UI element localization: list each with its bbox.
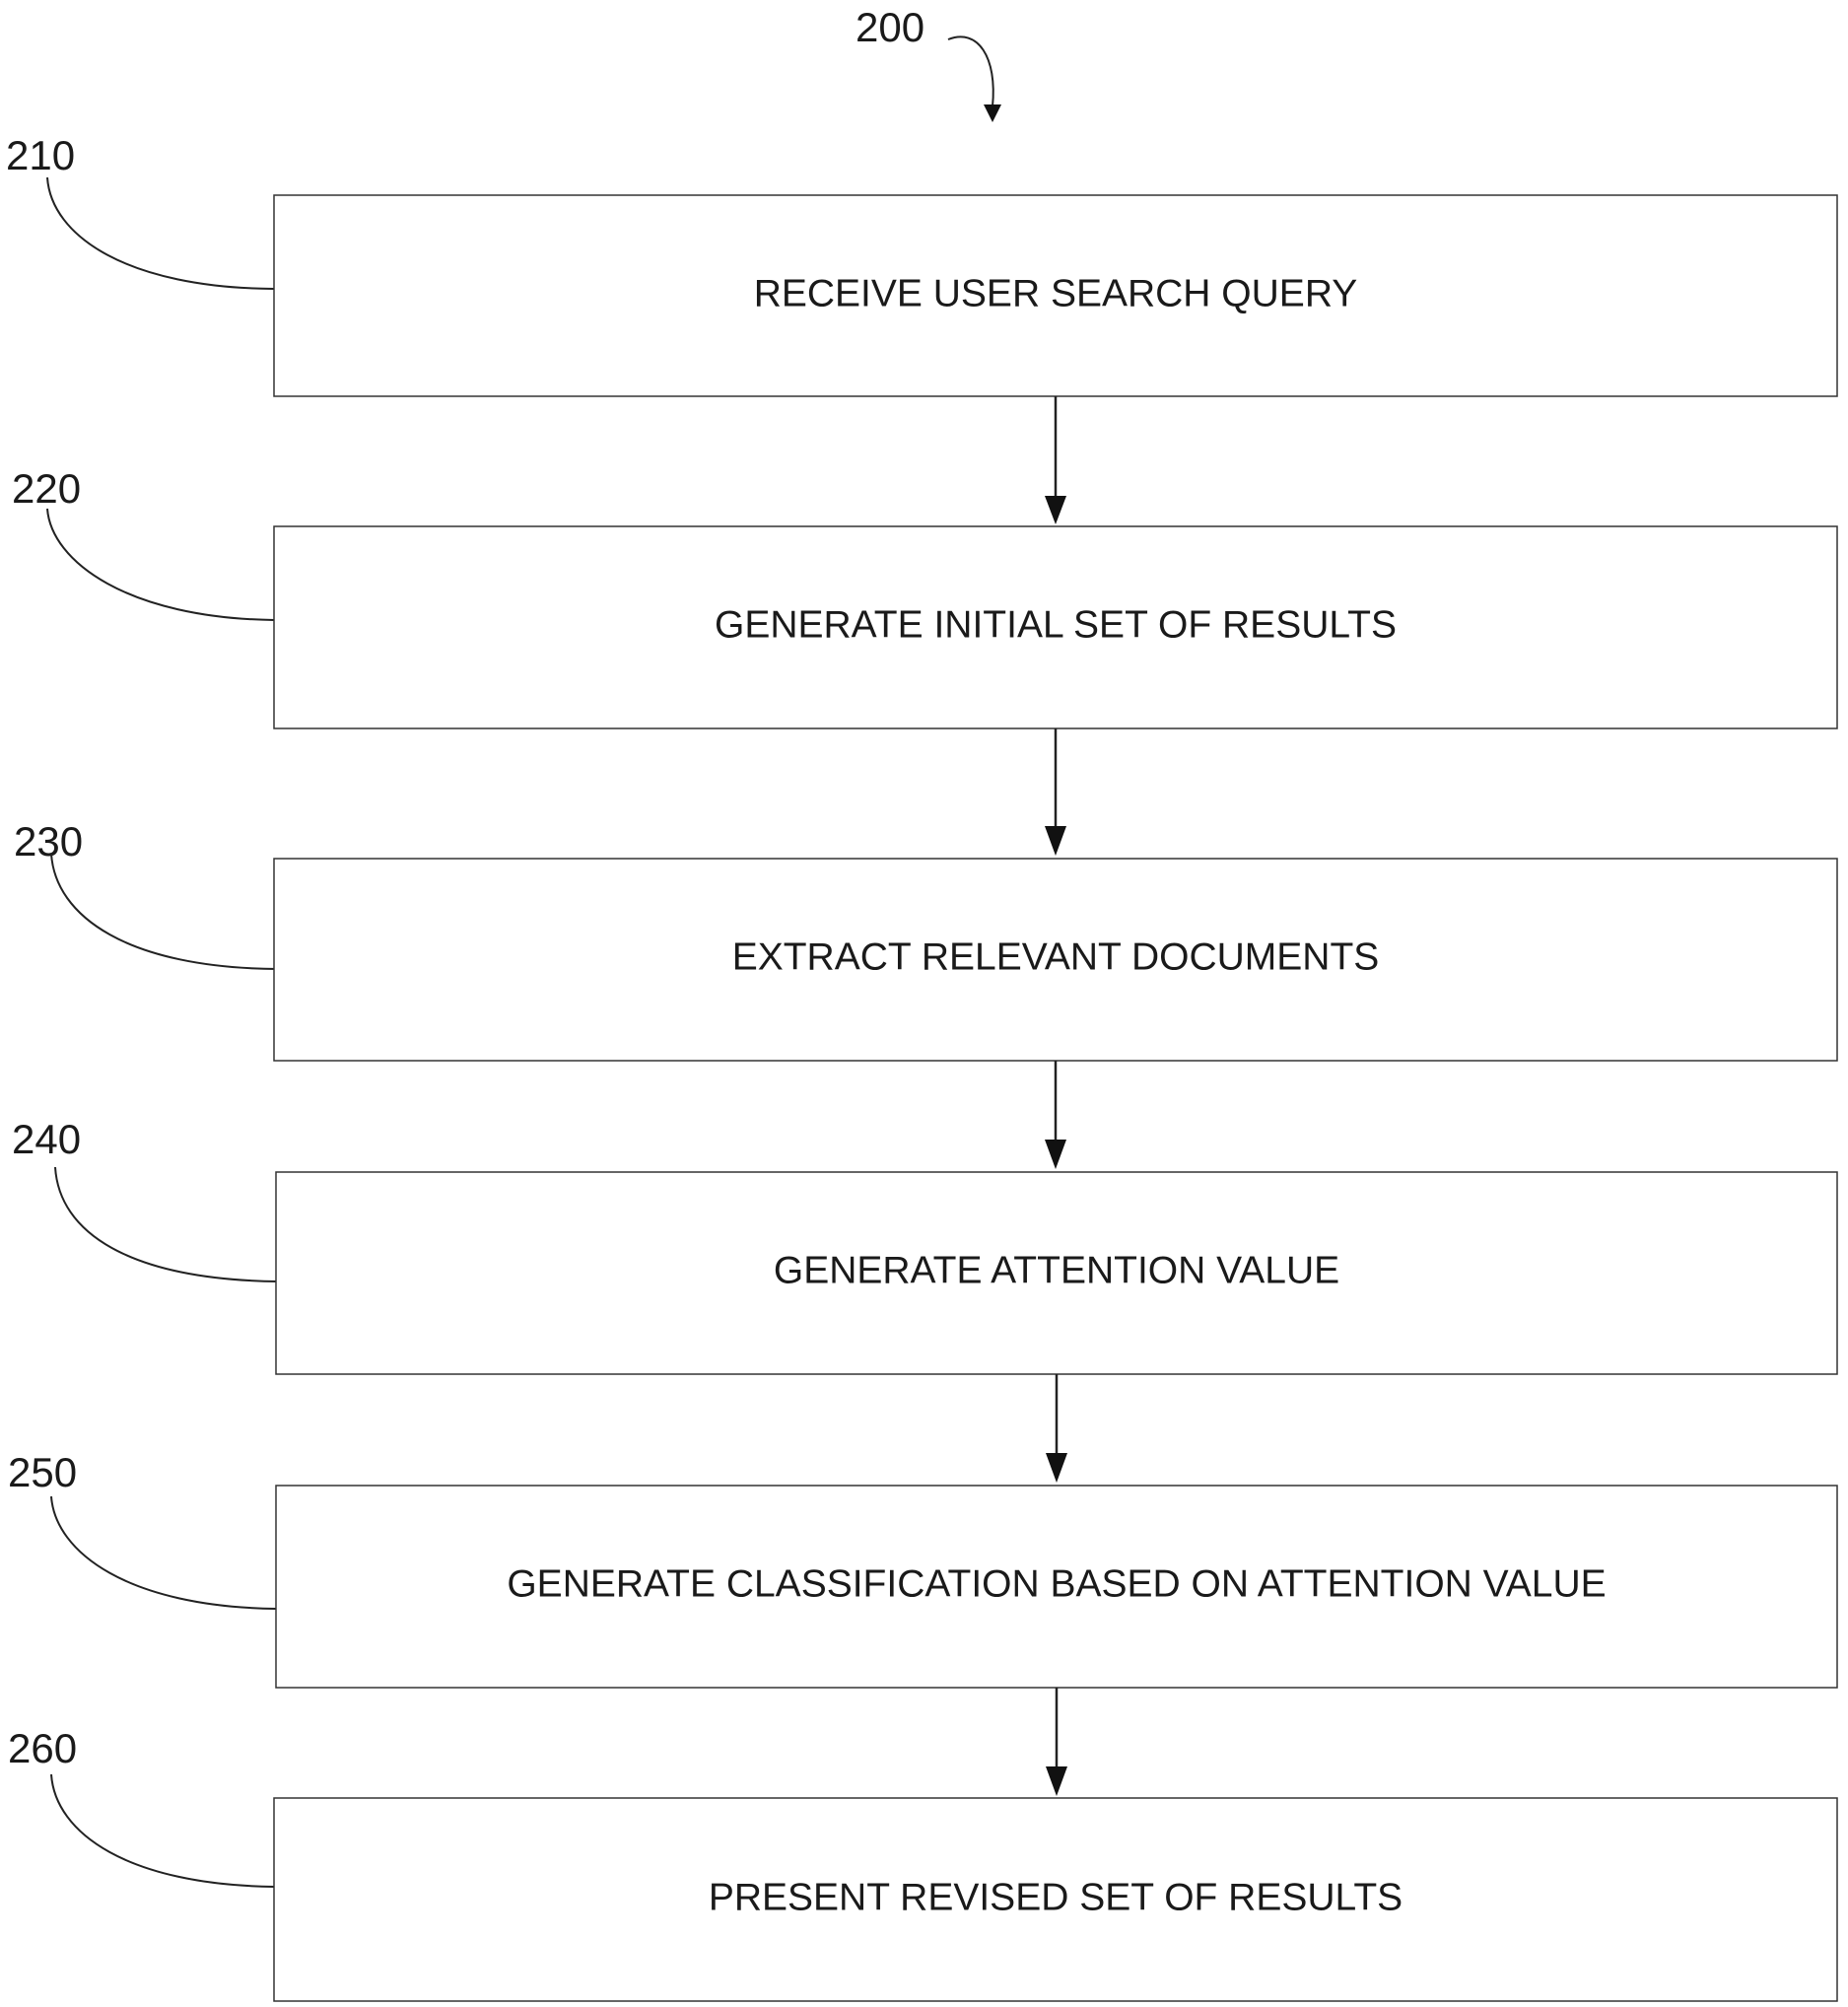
- ref-210: 210: [6, 132, 75, 178]
- step-label-revised-results: PRESENT REVISED SET OF RESULTS: [709, 1876, 1403, 1918]
- step-box-initial-results: [273, 525, 1838, 729]
- arrowhead-3: [1045, 1140, 1066, 1169]
- leader-260: [50, 1773, 275, 1888]
- ref-260: 260: [8, 1725, 77, 1771]
- ref-240: 240: [12, 1116, 81, 1162]
- step-box-classification: [275, 1485, 1838, 1689]
- step-box-receive-query: [273, 194, 1838, 397]
- step-box-attention-value: [275, 1171, 1838, 1375]
- figure-pointer-curve: [947, 35, 994, 107]
- arrowhead-1: [1045, 496, 1066, 524]
- step-label-attention-value: GENERATE ATTENTION VALUE: [774, 1249, 1339, 1291]
- leader-210: [46, 176, 275, 290]
- leader-250: [50, 1495, 277, 1610]
- arrowhead-2: [1045, 826, 1066, 856]
- figure-number: 200: [856, 4, 924, 50]
- step-label-classification: GENERATE CLASSIFICATION BASED ON ATTENTI…: [507, 1562, 1606, 1605]
- arrowhead-5: [1046, 1766, 1067, 1796]
- arrowhead-4: [1046, 1453, 1067, 1483]
- step-box-extract-documents: [273, 858, 1838, 1062]
- ref-230: 230: [14, 818, 83, 865]
- step-label-receive-query: RECEIVE USER SEARCH QUERY: [754, 272, 1358, 314]
- leader-220: [46, 508, 275, 621]
- step-box-revised-results: [273, 1797, 1838, 2002]
- ref-220: 220: [12, 465, 81, 512]
- ref-250: 250: [8, 1449, 77, 1495]
- step-label-initial-results: GENERATE INITIAL SET OF RESULTS: [715, 603, 1397, 646]
- leader-230: [50, 853, 279, 970]
- figure-pointer-arrowhead: [984, 104, 1001, 122]
- step-label-extract-documents: EXTRACT RELEVANT DOCUMENTS: [732, 935, 1380, 978]
- leader-240: [54, 1166, 279, 1282]
